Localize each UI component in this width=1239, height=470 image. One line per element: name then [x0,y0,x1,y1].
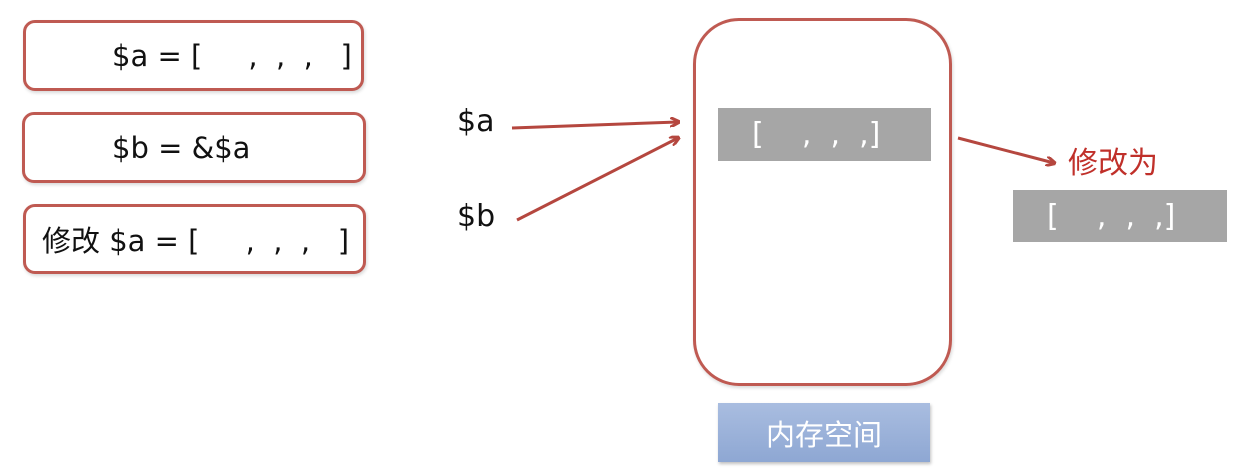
memory-value: [ , , ,] [718,108,931,161]
code-text: $b = &$a [112,130,251,165]
arrow-modify [957,136,1054,163]
code-box-reference-b: $b = &$a [22,112,366,183]
arrow-a-to-memory [511,122,678,130]
memory-value-text: [ , , ,] [752,117,881,152]
modify-to-label: 修改为 [1068,146,1158,181]
new-value-text: [ , , ,] [1047,198,1176,234]
arrow-b-to-memory [516,138,678,222]
variable-b-label: $b [457,199,496,234]
code-text: $a = [ , , , ] [112,38,352,73]
memory-space-label: 内存空间 [718,403,930,462]
memory-space-box [693,18,952,386]
variable-a-label: $a [457,104,495,139]
new-value: [ , , ,] [1013,190,1227,242]
code-box-modify-a: 修改 $a = [ , , , ] [23,204,366,274]
code-text: 修改 $a = [ , , , ] [42,224,350,258]
code-box-assign-a: $a = [ , , , ] [23,20,364,91]
